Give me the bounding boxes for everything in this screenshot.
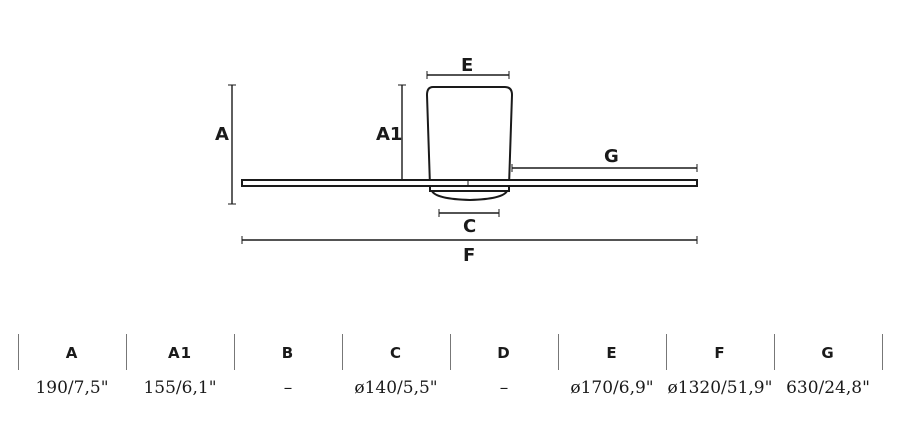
dimension-g: G: [511, 146, 698, 172]
table-divider: [126, 334, 127, 370]
header-g: G: [821, 344, 835, 362]
header-e: E: [606, 344, 618, 362]
fan-dimension-diagram: A A1 E G C F: [215, 55, 698, 266]
column-d: D –: [450, 334, 558, 410]
table-divider: [774, 334, 775, 370]
table-divider: [882, 334, 883, 370]
header-f: F: [714, 344, 726, 362]
value-a1: 155/6,1": [143, 378, 217, 398]
column-f: F ø1320/51,9": [666, 334, 774, 410]
header-a1: A1: [167, 344, 193, 362]
label-a: A: [215, 124, 229, 145]
column-a: A 190/7,5": [18, 334, 126, 410]
header-c: C: [389, 344, 402, 362]
value-b: –: [283, 378, 293, 398]
label-f: F: [463, 245, 475, 266]
table-divider: [234, 334, 235, 370]
table-divider: [18, 334, 19, 370]
label-a1: A1: [376, 124, 402, 145]
header-b: B: [281, 344, 295, 362]
header-d: D: [497, 344, 511, 362]
value-f: ø1320/51,9": [667, 378, 773, 398]
column-a1: A1 155/6,1": [126, 334, 234, 410]
dimension-a: A: [215, 84, 236, 205]
label-e: E: [461, 55, 473, 76]
dimension-c: C: [438, 209, 500, 237]
header-a: A: [65, 344, 79, 362]
dimensions-table: A 190/7,5" A1 155/6,1" B – C ø140/5,5" D…: [18, 334, 884, 410]
value-d: –: [499, 378, 509, 398]
table-divider: [558, 334, 559, 370]
label-g: G: [604, 146, 619, 167]
table-divider: [450, 334, 451, 370]
dimension-e: E: [426, 55, 510, 79]
dimension-a1: A1: [376, 84, 406, 183]
table-divider: [342, 334, 343, 370]
label-c: C: [463, 216, 476, 237]
value-a: 190/7,5": [35, 378, 109, 398]
light-cap: [429, 185, 510, 192]
column-b: B –: [234, 334, 342, 410]
value-c: ø140/5,5": [354, 378, 438, 398]
column-c: C ø140/5,5": [342, 334, 450, 410]
motor-housing: [425, 86, 514, 187]
table-divider: [666, 334, 667, 370]
value-e: ø170/6,9": [570, 378, 654, 398]
light-dome: [430, 190, 509, 202]
value-g: 630/24,8": [786, 378, 870, 398]
column-g: G 630/24,8": [774, 334, 882, 410]
column-e: E ø170/6,9": [558, 334, 666, 410]
dimension-f: F: [241, 236, 698, 266]
